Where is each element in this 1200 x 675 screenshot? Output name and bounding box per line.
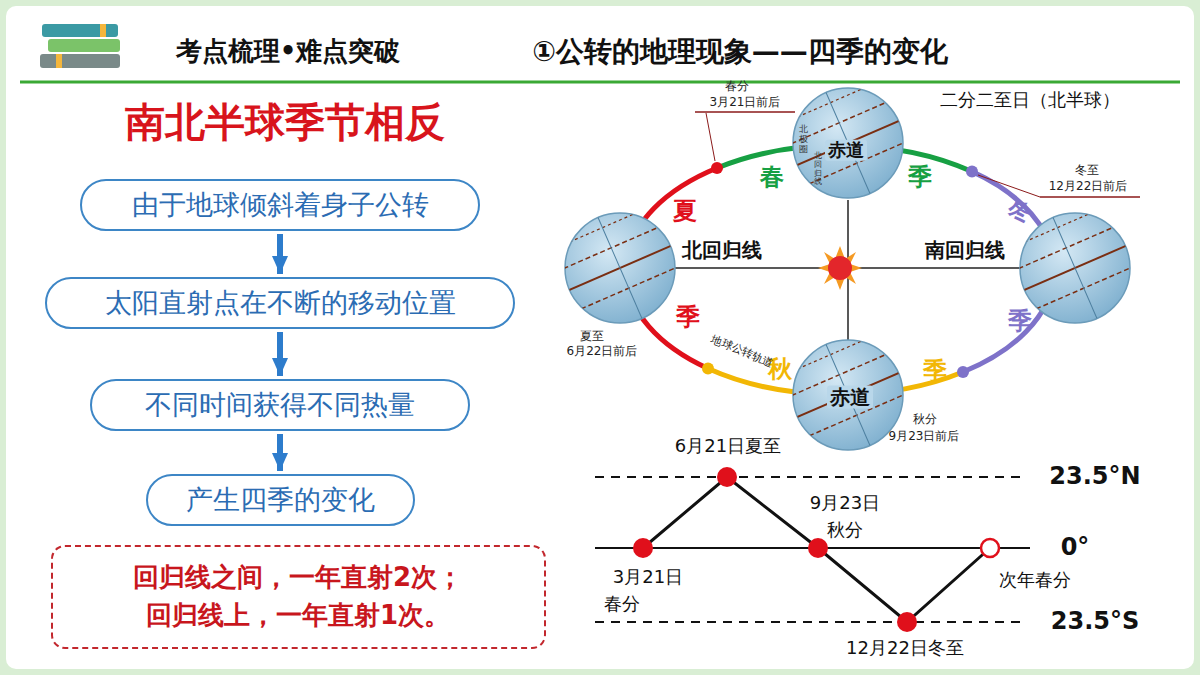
diagram-label: 季 bbox=[923, 358, 947, 386]
diagram-label: 季 bbox=[676, 304, 700, 332]
date-underline bbox=[1040, 196, 1140, 198]
leader-line bbox=[706, 113, 715, 161]
diagram-label: 赤道 bbox=[827, 386, 873, 409]
orbit-dot bbox=[711, 162, 723, 174]
flow-arrow bbox=[277, 434, 283, 471]
diagram-label: 冬 bbox=[1008, 198, 1032, 226]
diagram-label: 23.5°S bbox=[1051, 608, 1140, 636]
process-box: 产生四季的变化 bbox=[146, 474, 415, 526]
diagram-label: 6月22日前后 bbox=[567, 345, 638, 359]
date-dot-hollow bbox=[981, 539, 999, 557]
earth-autumn bbox=[769, 316, 927, 474]
header-rule bbox=[20, 81, 1180, 84]
book-band bbox=[56, 54, 62, 68]
orbit-dot bbox=[957, 366, 969, 378]
diagram-label: 春分 bbox=[725, 80, 749, 94]
diagram-label: 夏 bbox=[673, 198, 697, 226]
diagram-label: 北回归线 bbox=[682, 239, 762, 262]
date-underline bbox=[695, 111, 795, 113]
diagram-label: 0° bbox=[1061, 534, 1090, 562]
box-text: 太阳直射点在不断的移动位置 bbox=[105, 285, 456, 321]
slide-card bbox=[6, 6, 1194, 669]
orbit-dot bbox=[966, 166, 978, 178]
diagram-label: 北极圈 bbox=[799, 125, 808, 155]
diagram-label: 二分二至日（北半球） bbox=[940, 90, 1120, 111]
box-text: 产生四季的变化 bbox=[186, 482, 375, 518]
diagram-label: 次年春分 bbox=[999, 570, 1071, 591]
flow-arrow bbox=[277, 234, 283, 274]
sun-rays bbox=[818, 246, 862, 290]
diagram-label: 6月21日夏至 bbox=[675, 436, 781, 457]
diagram-label: 3月21日前后 bbox=[710, 96, 781, 110]
date-dot bbox=[633, 538, 653, 558]
main-heading: 南北半球季节相反 bbox=[125, 99, 445, 145]
diagram-label: 秋分 bbox=[913, 413, 937, 427]
diagram-label: 9月23日前后 bbox=[889, 430, 960, 444]
diagram-label: 春 bbox=[760, 164, 784, 192]
leader-line bbox=[978, 175, 1040, 197]
book bbox=[42, 24, 118, 37]
date-dot bbox=[808, 538, 828, 558]
tropic-n-line bbox=[595, 476, 1020, 478]
date-dot bbox=[897, 612, 917, 632]
diagram-label: 北回归线 bbox=[814, 152, 822, 187]
orbit-dot bbox=[702, 363, 714, 375]
earth-spring bbox=[769, 64, 927, 222]
subsolar-path bbox=[643, 477, 990, 622]
box-text: 由于地球倾斜着身子公转 bbox=[132, 187, 429, 223]
diagram-label: 秋分 bbox=[827, 520, 863, 541]
diagram-label: 12月22日前后 bbox=[1049, 180, 1128, 194]
diagram-label: 季 bbox=[1008, 308, 1032, 336]
diagram-label: 3月21日 bbox=[613, 567, 683, 588]
books-icon bbox=[40, 24, 120, 68]
earth-winter bbox=[996, 189, 1154, 347]
process-box: 太阳直射点在不断的移动位置 bbox=[45, 277, 515, 329]
diagram-label: 12月22日冬至 bbox=[846, 638, 964, 659]
process-box: 不同时间获得不同热量 bbox=[90, 379, 470, 431]
sun-disc bbox=[828, 256, 852, 280]
diagram-label: 夏至 bbox=[580, 330, 604, 344]
tropic-s-line bbox=[595, 621, 1020, 623]
book bbox=[40, 54, 120, 68]
book bbox=[48, 39, 120, 52]
flow-arrow bbox=[277, 332, 283, 376]
section-heading: 考点梳理•难点突破 bbox=[176, 37, 401, 67]
book-band bbox=[100, 24, 106, 37]
earth-summer bbox=[541, 189, 699, 347]
sun bbox=[818, 246, 862, 290]
diagram-label: 23.5°N bbox=[1049, 463, 1140, 491]
diagram-label: 冬至 bbox=[1075, 164, 1099, 178]
box-text: 回归线之间，一年直射2次； 回归线上，一年直射1次。 bbox=[73, 559, 524, 634]
diagram-label: 季 bbox=[908, 164, 932, 192]
box-text: 不同时间获得不同热量 bbox=[145, 387, 415, 423]
note-box: 回归线之间，一年直射2次； 回归线上，一年直射1次。 bbox=[51, 545, 546, 649]
diagram-label: 赤道 bbox=[825, 140, 867, 161]
slide-title: ①公转的地理现象——四季的变化 bbox=[532, 36, 948, 68]
diagram-label: 9月23日 bbox=[810, 493, 880, 514]
process-box: 由于地球倾斜着身子公转 bbox=[80, 179, 480, 231]
diagram-label: 春分 bbox=[604, 594, 640, 615]
date-dot bbox=[717, 467, 737, 487]
diagram-label: 南回归线 bbox=[925, 239, 1005, 262]
